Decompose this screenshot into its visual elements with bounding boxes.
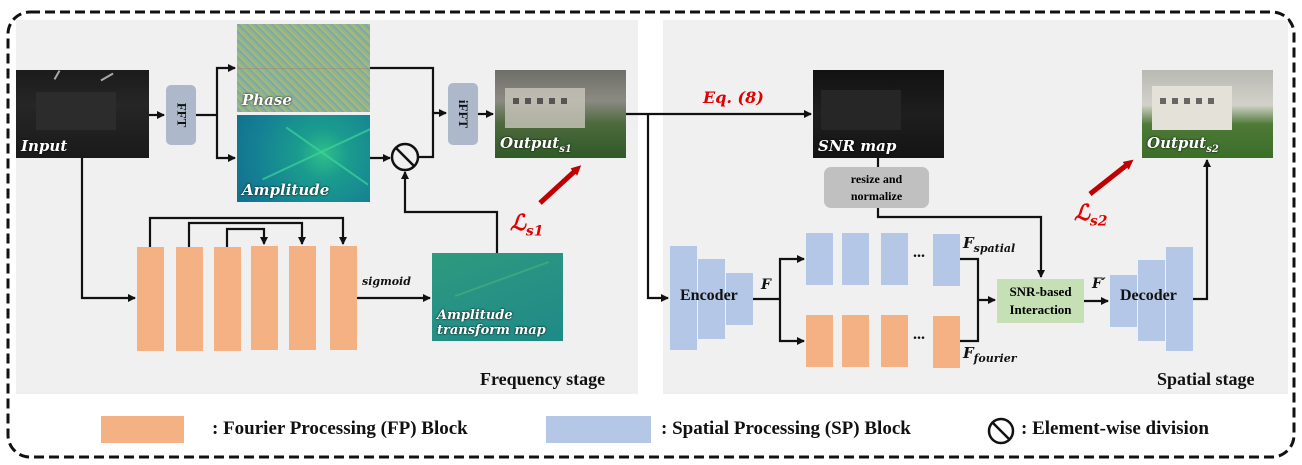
- snr-map-image: SNR map: [813, 70, 944, 158]
- fp-branch-block-2: [842, 315, 869, 367]
- f-prime-label: F′: [1092, 276, 1106, 292]
- fp-block-6: [330, 246, 357, 350]
- arrow-ampmap-division: [401, 171, 499, 253]
- f-fourier-text: F: [963, 344, 974, 362]
- loss-s2-label: ℒs2: [1074, 200, 1107, 229]
- fp-block-4: [251, 246, 278, 350]
- loss-s1-arrow: [538, 165, 582, 205]
- output-s2-subscript: s2: [1206, 144, 1219, 155]
- resize-normalize-box: resize and normalize: [824, 167, 929, 208]
- sp-block-last: [933, 234, 960, 286]
- amplitude-transform-map-image: Amplitude transform map: [432, 253, 563, 341]
- fp-branch-block-last: [933, 316, 960, 368]
- legend-sp-swatch: [546, 416, 651, 443]
- fp-branch-block-3: [881, 315, 908, 367]
- arrow-input-fp: [80, 158, 136, 302]
- output-s1-text: Output: [500, 134, 560, 152]
- legend-fp-text: : Fourier Processing (FP) Block: [212, 418, 468, 439]
- output-s2-image: Outputs2: [1142, 70, 1273, 158]
- arrow-output-encoder: [646, 114, 669, 302]
- arrow-decoder-output: [1193, 159, 1211, 301]
- input-image: Input: [16, 70, 149, 158]
- amp-map-line1: Amplitude: [437, 308, 513, 323]
- skip-1-6: [148, 216, 347, 247]
- loss-s2-symbol: ℒ: [1074, 200, 1090, 226]
- output-s1-label: Outputs1: [500, 134, 572, 155]
- arrow-to-amplitude: [215, 115, 236, 162]
- snr-based-interaction-box: SNR-based Interaction: [997, 279, 1084, 323]
- arrow-phase-ifft: [370, 66, 447, 117]
- amplitude-transform-map-label: Amplitude transform map: [437, 308, 546, 338]
- encoder-block-1: [670, 246, 697, 350]
- resize-line1: resize and: [850, 172, 903, 186]
- fft-box: FFT: [166, 85, 196, 145]
- sigmoid-label: sigmoid: [362, 275, 411, 288]
- output-s1-image: Outputs1: [495, 70, 626, 158]
- fp-branch-block-1: [806, 315, 833, 367]
- f-fourier-label: Ffourier: [963, 344, 1017, 365]
- fp-block-5: [289, 246, 316, 350]
- sp-block-1: [806, 233, 833, 285]
- decoder-block-2: [1138, 260, 1165, 341]
- sp-block-3: [881, 233, 908, 285]
- legend-sp-text: : Spatial Processing (SP) Block: [661, 418, 911, 439]
- loss-s1-symbol: ℒ: [510, 210, 526, 236]
- loss-s1-subscript: s1: [525, 223, 544, 240]
- interaction-line2: Interaction: [1009, 302, 1072, 317]
- legend-div-text: : Element-wise division: [1021, 418, 1209, 439]
- interaction-line1: SNR-based: [1009, 284, 1072, 299]
- ifft-box: iFFT: [448, 83, 478, 145]
- phase-label: Phase: [242, 91, 292, 109]
- loss-s2-subscript: s2: [1089, 213, 1108, 230]
- snr-map-label: SNR map: [818, 137, 897, 155]
- f-fourier-subscript: fourier: [973, 352, 1017, 365]
- resize-line2: normalize: [850, 189, 903, 203]
- encoder-block-2: [698, 259, 725, 339]
- frequency-stage-title: Frequency stage: [480, 369, 606, 389]
- arrow-division-ifft: [418, 113, 435, 159]
- legend-fp-swatch: [101, 416, 184, 443]
- loss-s2-arrow: [1088, 159, 1134, 196]
- arrow-to-fp-branch: [778, 299, 805, 345]
- fp-block-2: [176, 247, 203, 351]
- input-label: Input: [21, 137, 68, 155]
- feature-f-label: F: [761, 277, 771, 293]
- f-spatial-subscript: spatial: [973, 242, 1016, 255]
- f-spatial-label: Fspatial: [963, 234, 1015, 255]
- fp-block-1: [137, 247, 164, 351]
- arrow-to-sp-branch: [778, 255, 805, 299]
- sp-ellipsis: ...: [913, 244, 925, 261]
- arrow-to-phase: [215, 64, 236, 115]
- skip-2-5: [187, 221, 306, 247]
- amp-map-line2: transform map: [437, 323, 546, 338]
- phase-image: Phase: [237, 24, 370, 112]
- sp-block-2: [842, 233, 869, 285]
- f-spatial-text: F: [963, 234, 974, 252]
- arrow-resize-interaction: [876, 208, 1045, 278]
- decoder-block-1: [1110, 275, 1137, 327]
- encoder-label: Encoder: [680, 287, 738, 304]
- spatial-stage-title: Spatial stage: [1157, 369, 1255, 389]
- skip-3-4: [225, 227, 268, 247]
- output-s1-subscript: s1: [559, 144, 572, 155]
- amplitude-image: Amplitude: [237, 115, 370, 202]
- output-s2-text: Output: [1147, 134, 1207, 152]
- loss-s1-label: ℒs1: [510, 210, 543, 239]
- fp-block-3: [214, 247, 241, 351]
- output-s2-label: Outputs2: [1147, 134, 1219, 155]
- encoder-block-3: [726, 273, 753, 325]
- amplitude-label: Amplitude: [242, 181, 330, 199]
- fp-ellipsis: ...: [913, 326, 925, 343]
- decoder-label: Decoder: [1120, 287, 1177, 304]
- decoder-block-3: [1166, 247, 1193, 351]
- eq-8-label: Eq. (8): [703, 88, 764, 107]
